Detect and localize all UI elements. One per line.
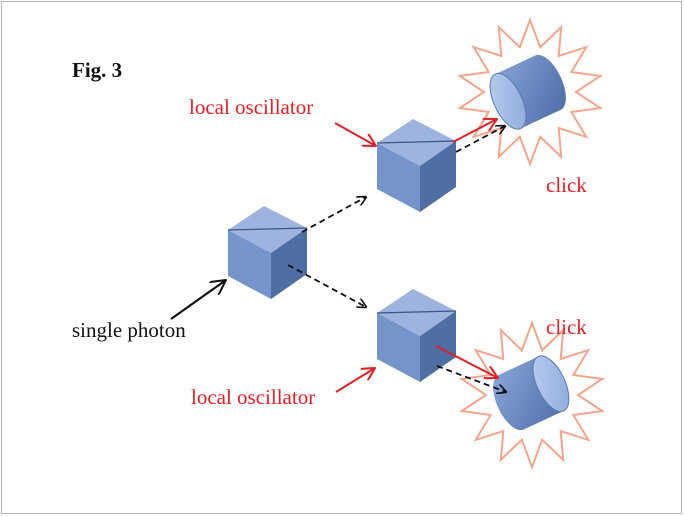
detector-bottom xyxy=(493,355,570,431)
beam-arrow-bottom-to-detector xyxy=(436,365,506,392)
local-oscillator-label-bottom: local oscillator xyxy=(191,385,316,409)
lo-arrow-top-to-detector xyxy=(452,119,497,143)
beam-arrow-center-to-top xyxy=(301,197,366,233)
lo-arrow-top-to-cube xyxy=(334,122,376,146)
figure-label: Fig. 3 xyxy=(72,58,123,82)
beam-splitter-cube-center xyxy=(227,206,308,299)
single-photon-arrow xyxy=(170,280,226,320)
lo-arrow-bottom-to-cube xyxy=(335,368,375,393)
lo-arrow-bottom-to-detector xyxy=(435,345,498,378)
beam-splitter-cube-bottom xyxy=(376,289,457,382)
beam-splitter-cube-top xyxy=(376,119,457,212)
single-photon-label: single photon xyxy=(72,318,186,342)
beam-arrow-center-to-bottom xyxy=(287,264,366,307)
click-label-top: click xyxy=(546,173,587,197)
local-oscillator-label-top: local oscillator xyxy=(189,95,314,119)
click-label-bottom: click xyxy=(546,315,587,339)
detector-top xyxy=(489,54,566,130)
